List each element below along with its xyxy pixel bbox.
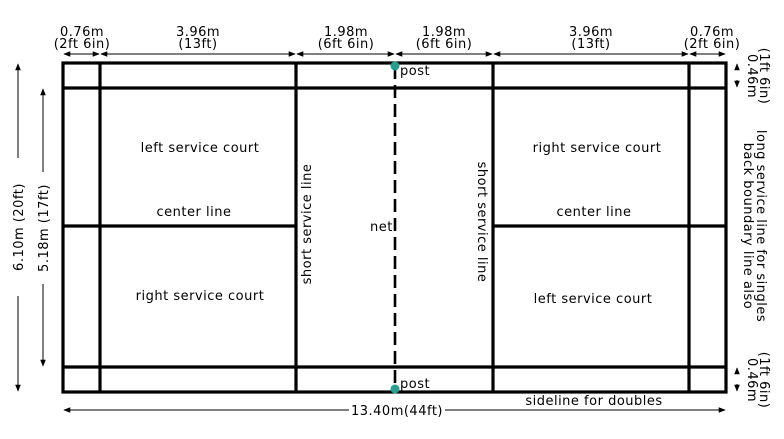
net-label: net — [370, 220, 393, 235]
center-line-left-label: center line — [157, 205, 232, 220]
post-bottom-marker — [390, 384, 400, 394]
left-service-court-top-label: left service court — [141, 141, 260, 156]
court-labels: post post net left service court center … — [136, 64, 663, 409]
right-bottom-dim-metric: 0.46m — [744, 358, 759, 402]
top-dim-5-imperial: (13ft) — [571, 37, 610, 52]
short-service-line-left-label: short service line — [300, 164, 315, 285]
top-dim-6-imperial: (2ft 6in) — [684, 37, 741, 52]
bottom-dimension-label: 13.40m(44ft) — [351, 404, 443, 419]
bottom-dimension: 13.40m(44ft) — [63, 404, 726, 419]
right-top-dim-imperial: (1ft 6in) — [756, 48, 771, 105]
left-dimensions: 6.10m (20ft) 5.18m (17ft) — [12, 63, 52, 392]
post-top-marker — [390, 61, 400, 71]
post-bottom-label: post — [400, 377, 430, 392]
right-service-court-bottom-label: right service court — [136, 289, 265, 304]
right-top-dim-metric: 0.46m — [744, 54, 759, 98]
top-dim-5-metric: 3.96m — [569, 25, 613, 40]
top-dim-1-metric: 0.76m — [60, 25, 104, 40]
top-dim-3-metric: 1.98m — [324, 25, 368, 40]
post-top-label: post — [400, 64, 430, 79]
top-dimension-labels: 0.76m (2ft 6in) 3.96m (13ft) 1.98m (6ft … — [54, 25, 741, 52]
right-dimensions: 0.46m (1ft 6in) 0.46m (1ft 6in) back bou… — [734, 48, 771, 409]
left-outer-dimension-label: 6.10m (20ft) — [12, 183, 27, 271]
right-service-court-top-label: right service court — [533, 141, 662, 156]
sideline-for-doubles-label: sideline for doubles — [525, 394, 662, 409]
back-boundary-line-label-1: back boundary line also — [740, 143, 755, 310]
back-boundary-line-label-2: long service line for singles — [753, 130, 768, 322]
left-inner-dimension-label: 5.18m (17ft) — [37, 184, 52, 272]
right-bottom-dim-imperial: (1ft 6in) — [756, 352, 771, 409]
top-dim-1-imperial: (2ft 6in) — [54, 37, 111, 52]
left-service-court-bottom-label: left service court — [534, 292, 653, 307]
top-dim-4-imperial: (6ft 6in) — [416, 37, 473, 52]
top-dim-2-metric: 3.96m — [176, 25, 220, 40]
top-dim-2-imperial: (13ft) — [178, 37, 217, 52]
top-dim-6-metric: 0.76m — [690, 25, 734, 40]
court-lines — [61, 61, 728, 394]
center-line-right-label: center line — [557, 205, 632, 220]
top-dim-3-imperial: (6ft 6in) — [318, 37, 375, 52]
short-service-line-right-label: short service line — [474, 162, 489, 283]
top-dim-4-metric: 1.98m — [422, 25, 466, 40]
